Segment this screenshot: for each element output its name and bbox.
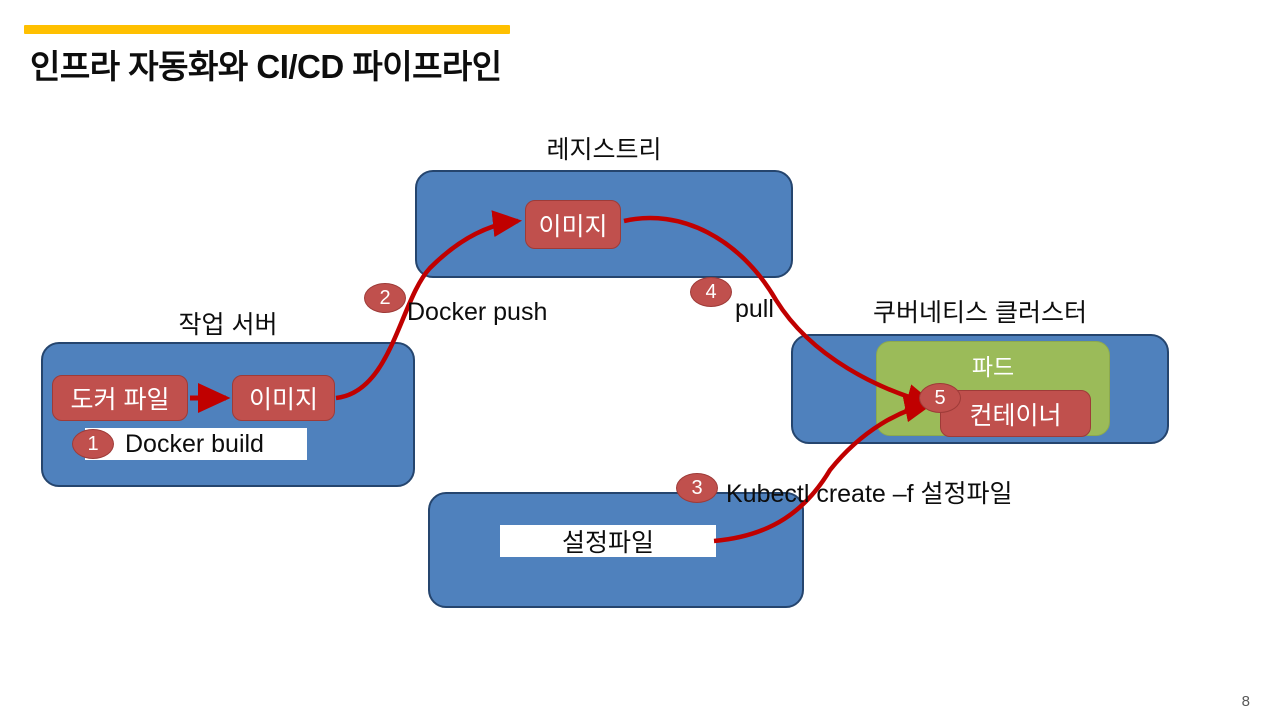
registry-caption: 레지스트리: [546, 136, 662, 164]
pod-label: 파드: [971, 354, 1015, 380]
step-3-label: Kubectl create –f 설정파일: [726, 480, 1013, 508]
title-accent-bar: [24, 25, 510, 34]
container-box[interactable]: 컨테이너: [940, 390, 1091, 437]
work-server-caption: 작업 서버: [178, 311, 278, 339]
step-3-marker: 3: [676, 473, 718, 503]
dockerfile-box[interactable]: 도커 파일: [52, 375, 188, 421]
step-4-label: pull: [735, 295, 774, 323]
work-server-image-box[interactable]: 이미지: [232, 375, 335, 421]
step-1-label: Docker build: [85, 428, 307, 460]
registry-image-box[interactable]: 이미지: [525, 200, 621, 249]
page-title: 인프라 자동화와 CI/CD 파이프라인: [30, 48, 502, 85]
step-2-label: Docker push: [407, 298, 548, 326]
step-5-marker: 5: [919, 383, 961, 413]
step-1-marker: 1: [72, 429, 114, 459]
step-4-marker: 4: [690, 277, 732, 307]
page-number: 8: [1241, 693, 1250, 710]
step-2-marker: 2: [364, 283, 406, 313]
k8s-cluster-caption: 쿠버네티스 클러스터: [873, 299, 1087, 327]
config-file-box[interactable]: 설정파일: [500, 525, 716, 557]
